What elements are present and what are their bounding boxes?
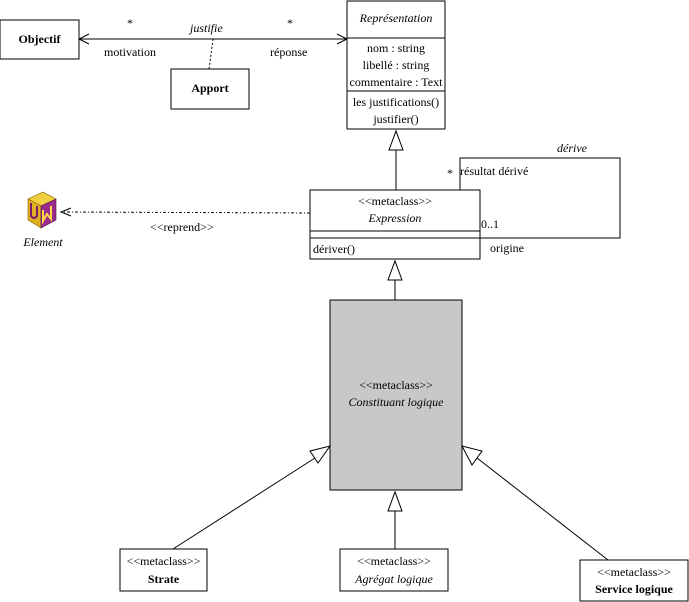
association-name-justifie: justifie: [188, 21, 223, 35]
attribute-nom: nom : string: [367, 41, 425, 55]
role-origine: origine: [490, 241, 524, 255]
generalization-expression-representation: [388, 129, 404, 190]
operation-les-justifications: les justifications(): [353, 95, 439, 109]
multiplicity-derive-bottom: 0..1: [481, 217, 499, 231]
class-representation[interactable]: Représentation nom : string libellé : st…: [346, 0, 446, 130]
role-motivation: motivation: [104, 45, 156, 59]
class-name-constituant: Constituant logique: [348, 395, 444, 409]
class-expression[interactable]: <<metaclass>> Expression dériver(): [309, 189, 481, 260]
generalization-agregat-constituant: [387, 490, 403, 549]
association-name-derive: dérive: [557, 141, 588, 155]
class-name-service: Service logique: [595, 582, 673, 596]
class-element[interactable]: Element: [22, 191, 63, 249]
class-name-agregat: Agrégat logique: [354, 572, 433, 586]
stereotype-service: <<metaclass>>: [597, 565, 671, 579]
class-name-objectif: Objectif: [19, 32, 62, 46]
operation-justifier: justifier(): [372, 112, 418, 126]
stereotype-agregat: <<metaclass>>: [357, 554, 431, 568]
association-class-link: [208, 38, 214, 70]
role-resultat-derive: résultat dérivé: [460, 164, 528, 178]
class-name-element: Element: [22, 235, 63, 249]
class-strate[interactable]: <<metaclass>> Strate: [119, 548, 208, 592]
class-name-expression: Expression: [368, 211, 422, 225]
class-name-strate: Strate: [148, 572, 180, 586]
multiplicity-derive-top: *: [447, 166, 453, 180]
class-objectif[interactable]: Objectif: [0, 19, 80, 60]
operation-deriver: dériver(): [313, 242, 355, 256]
generalization-constituant-expression: [387, 259, 403, 300]
generalization-strate-constituant: [172, 445, 332, 550]
attribute-commentaire: commentaire : Text: [350, 75, 444, 89]
association-justifie: * * justifie motivation réponse: [77, 16, 349, 70]
attribute-libelle: libellé : string: [363, 58, 430, 72]
dependency-reprend: <<reprend>>: [59, 207, 311, 234]
class-agregat-logique[interactable]: <<metaclass>> Agrégat logique: [339, 548, 449, 592]
stereotype-reprend: <<reprend>>: [150, 220, 214, 234]
generalization-service-constituant: [461, 445, 609, 561]
stereotype-expression: <<metaclass>>: [358, 194, 432, 208]
class-name-representation: Représentation: [359, 11, 433, 25]
stereotype-constituant: <<metaclass>>: [359, 378, 433, 392]
class-apport[interactable]: Apport: [170, 68, 250, 110]
uml-cube-icon: [27, 191, 57, 229]
stereotype-strate: <<metaclass>>: [127, 554, 201, 568]
role-reponse: réponse: [270, 45, 307, 59]
class-name-apport: Apport: [191, 81, 228, 95]
class-constituant-logique[interactable]: <<metaclass>> Constituant logique: [329, 299, 463, 491]
class-service-logique[interactable]: <<metaclass>> Service logique: [579, 559, 689, 602]
multiplicity-right: *: [287, 16, 293, 30]
multiplicity-left: *: [127, 16, 133, 30]
association-derive: dérive * résultat dérivé 0..1 origine: [447, 141, 621, 255]
